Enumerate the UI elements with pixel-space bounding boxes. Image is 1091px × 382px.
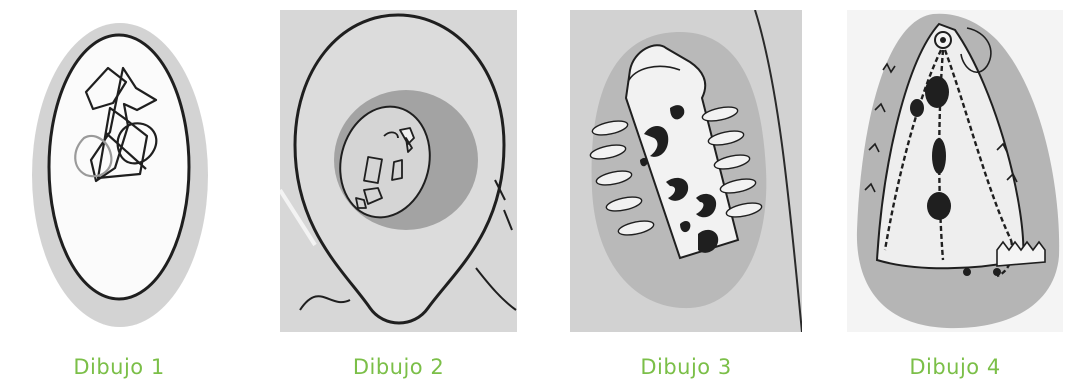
figure-4-caption: Dibujo 4 [847, 355, 1063, 379]
figure-4: Dibujo 4 [847, 0, 1063, 382]
figure-3: Dibujo 3 [570, 0, 802, 382]
figure-2: Dibujo 2 [280, 0, 517, 382]
figure-1-caption: Dibujo 1 [28, 355, 210, 379]
drawing-1-image [28, 10, 210, 332]
figure-3-caption: Dibujo 3 [570, 355, 802, 379]
figure-1: Dibujo 1 [28, 0, 210, 382]
drawing-3-image [570, 10, 802, 332]
drawing-4-image [847, 10, 1063, 332]
figure-2-caption: Dibujo 2 [280, 355, 517, 379]
drawing-2-image [280, 10, 517, 332]
